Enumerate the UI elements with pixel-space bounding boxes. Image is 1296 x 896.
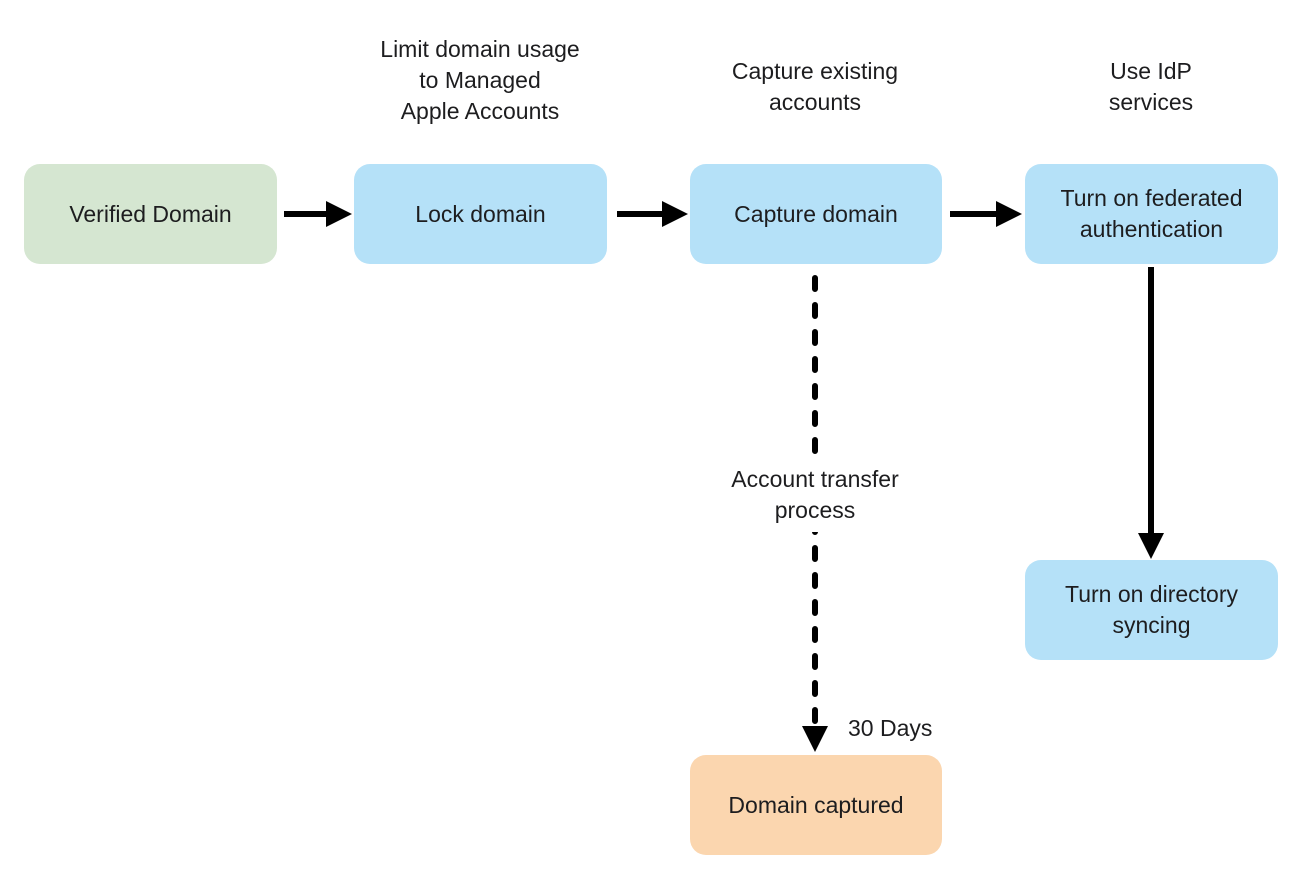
node-capture-domain: Capture domain xyxy=(690,164,942,264)
arrow-capture-to-federated xyxy=(950,201,1022,227)
arrow-verified-to-lock xyxy=(284,201,352,227)
node-turn-on-federated-authentication: Turn on federated authentication xyxy=(1025,164,1278,264)
node-domain-captured: Domain captured xyxy=(690,755,942,855)
annotation-limit-domain-usage: Limit domain usage to Managed Apple Acco… xyxy=(380,36,580,124)
annotation-use-idp-services: Use IdP services xyxy=(1108,58,1194,115)
node-verified-domain: Verified Domain xyxy=(24,164,277,264)
arrow-federated-to-directory xyxy=(1138,267,1164,559)
arrow-lock-to-capture xyxy=(617,201,688,227)
annotation-account-transfer-process: Account transfer process xyxy=(719,458,911,532)
node-lock-domain: Lock domain xyxy=(354,164,607,264)
node-turn-on-directory-syncing: Turn on directory syncing xyxy=(1025,560,1278,660)
annotation-capture-existing-accounts: Capture existing accounts xyxy=(731,58,899,115)
annotation-30-days: 30 Days xyxy=(848,715,933,741)
